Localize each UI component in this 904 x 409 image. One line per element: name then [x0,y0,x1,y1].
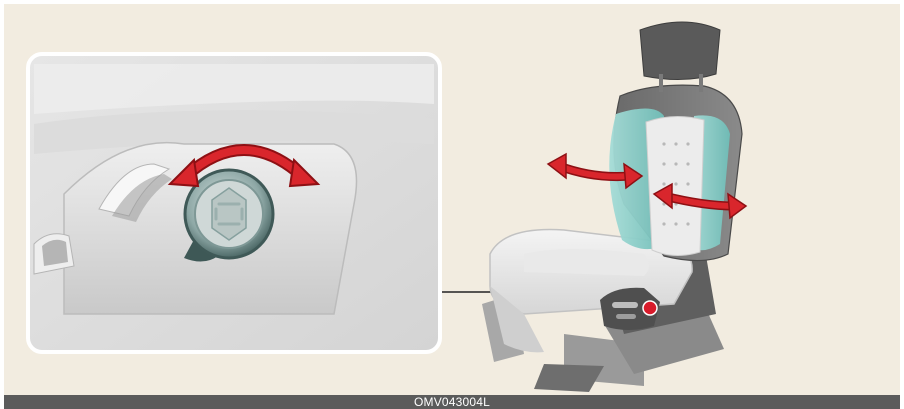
figure-code-caption: OMV043004L [4,395,900,409]
lumbar-support-illustration [4,4,900,395]
illustration-canvas [4,4,900,395]
callout-dot [643,301,657,315]
